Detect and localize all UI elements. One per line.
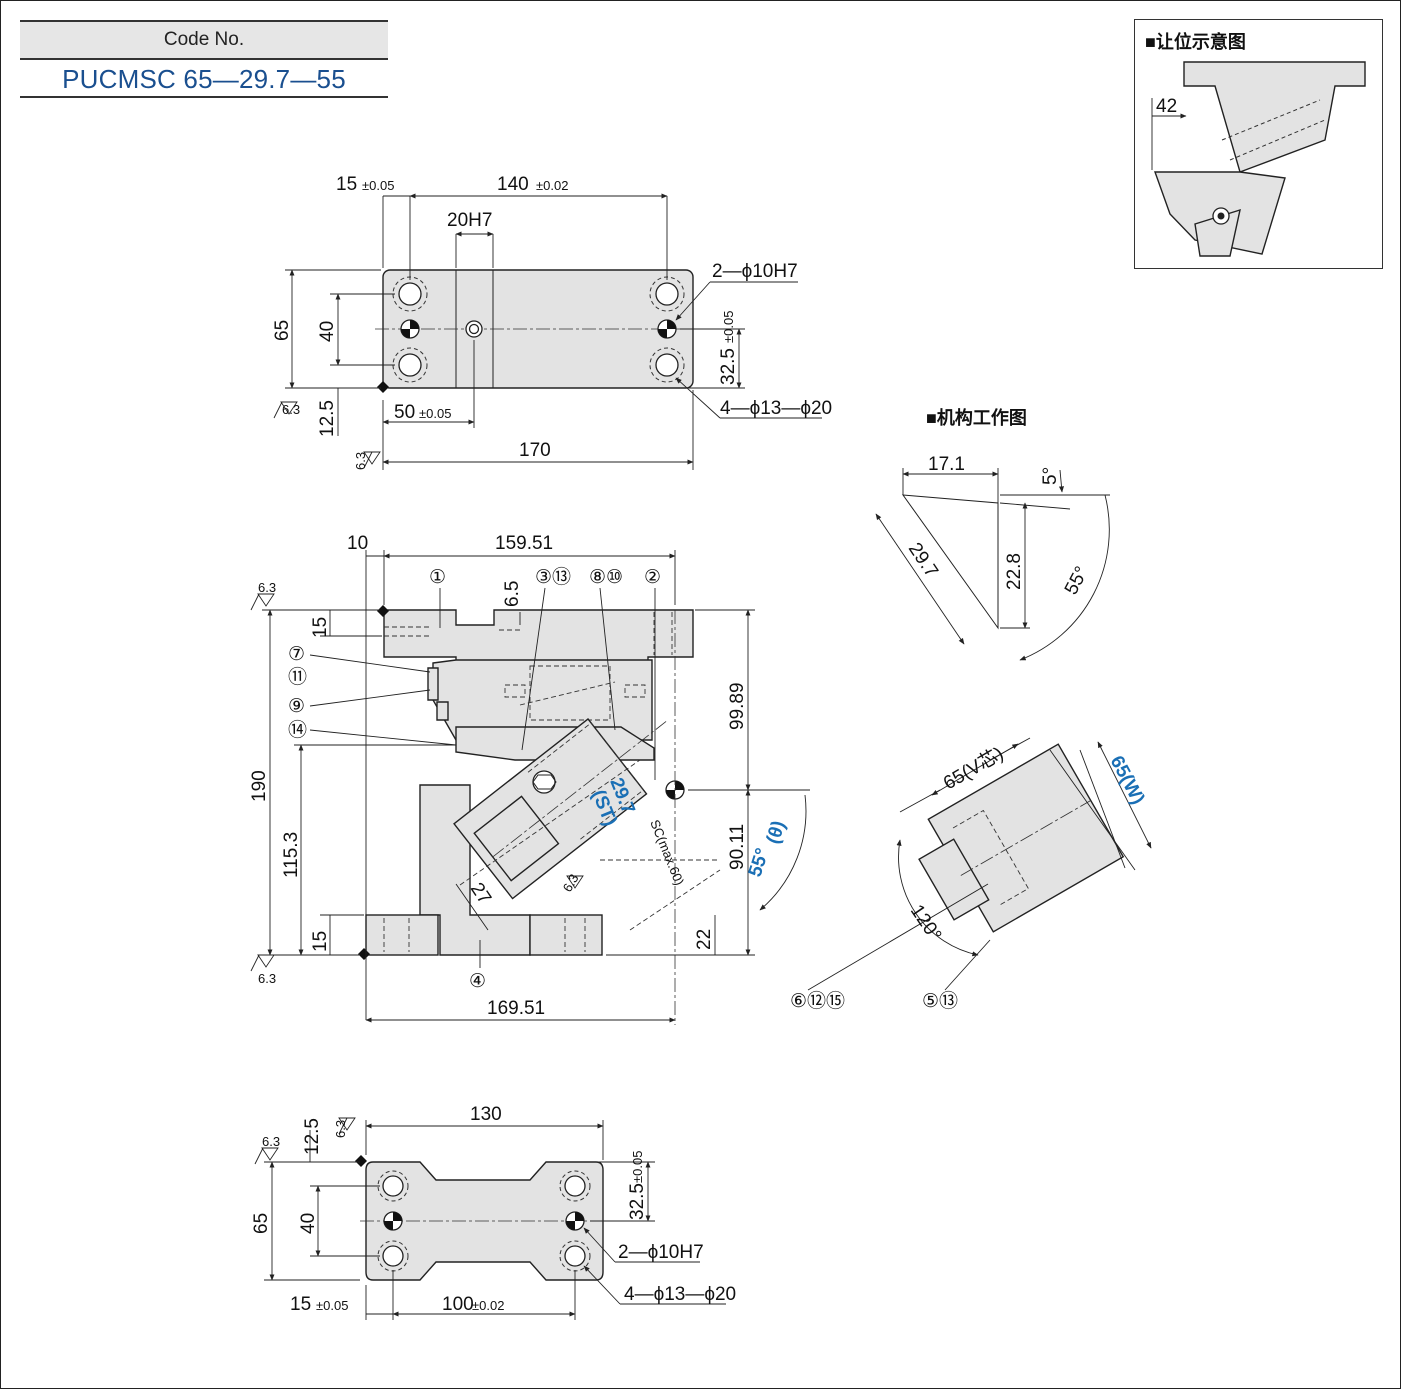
mechanism-title: ■机构工作图: [926, 407, 1027, 428]
svg-text:6.3: 6.3: [333, 1120, 348, 1138]
balloon-11: ⑪: [288, 666, 307, 688]
svg-text:32.5: 32.5: [627, 1183, 648, 1220]
mechanism-view: ■机构工作图 17.1 5° 29.7 22.8 55°: [790, 407, 1152, 1012]
svg-text:12.5: 12.5: [302, 1118, 323, 1155]
svg-text:99.89: 99.89: [727, 682, 748, 730]
front-leaders: [309, 587, 656, 968]
code-value: PUCMSC 65—29.7—55: [20, 60, 388, 98]
svg-text:6.3: 6.3: [353, 452, 368, 470]
svg-text:22.8: 22.8: [1004, 553, 1025, 590]
angle-value: 55°: [745, 846, 774, 880]
svg-text:55°: 55°: [1061, 563, 1093, 598]
inset-drawing: ■让位示意图 42: [1145, 31, 1366, 257]
svg-text:32.5: 32.5: [718, 348, 739, 385]
balloon-5-13: ⑤⑬: [922, 990, 958, 1012]
svg-text:169.51: 169.51: [487, 998, 545, 1019]
code-header: Code No.: [20, 20, 388, 60]
balloon-6-12-15: ⑥⑫⑮: [790, 990, 845, 1012]
svg-text:4—ϕ13—ϕ20: 4—ϕ13—ϕ20: [720, 398, 832, 419]
svg-text:15: 15: [290, 1294, 311, 1315]
inset-hidden-lines: [1221, 99, 1326, 161]
svg-text:±0.02: ±0.02: [536, 178, 568, 193]
svg-text:2—ϕ10H7: 2—ϕ10H7: [618, 1242, 704, 1263]
svg-text:6.3: 6.3: [262, 1134, 280, 1149]
svg-text:140: 140: [497, 174, 529, 195]
bottom-dim-text: 130 12.5 65 40 15 ±0.05 100 ±0.02 32.5 ±…: [251, 1104, 736, 1315]
top-dimensions: [273, 193, 822, 470]
svg-text:120°: 120°: [906, 901, 945, 945]
front-view: 10 159.51 6.5 15 190 115.3 15 99.89 90.1…: [249, 533, 810, 1025]
svg-text:65: 65: [251, 1213, 272, 1234]
svg-text:±0.05: ±0.05: [419, 406, 451, 421]
svg-text:130: 130: [470, 1104, 502, 1125]
bottom-bolt-holes: [377, 1170, 591, 1272]
svg-text:6.5: 6.5: [502, 581, 523, 607]
balloon-1: ①: [429, 567, 446, 588]
svg-text:170: 170: [519, 440, 551, 461]
cam-driver: [453, 718, 667, 900]
base-foot-right: [529, 914, 603, 956]
svg-text:29.7: 29.7: [904, 539, 942, 581]
svg-text:±0.05: ±0.05: [362, 178, 394, 193]
bottom-view: 130 12.5 65 40 15 ±0.05 100 ±0.02 32.5 ±…: [251, 1104, 736, 1320]
inset-title: ■让位示意图: [1145, 31, 1246, 52]
svg-text:50: 50: [394, 402, 415, 423]
svg-text:±0.05: ±0.05: [721, 311, 736, 343]
svg-text:6.3: 6.3: [258, 580, 276, 595]
bottom-dowel-pins: [383, 1211, 585, 1231]
svg-text:115.3: 115.3: [281, 832, 302, 878]
svg-text:SC(max.60): SC(max.60): [647, 818, 687, 888]
balloon-4: ④: [469, 971, 486, 992]
cam-bolt: [532, 770, 556, 794]
balloon-2: ②: [644, 567, 661, 588]
svg-text:65(W): 65(W): [1106, 752, 1149, 808]
inset-dim-42: 42: [1156, 96, 1177, 117]
svg-text:6.3: 6.3: [282, 402, 300, 417]
svg-text:15: 15: [336, 174, 357, 195]
svg-text:65: 65: [272, 320, 293, 341]
front-dimensions: [250, 550, 810, 1023]
svg-text:±0.05: ±0.05: [316, 1298, 348, 1313]
svg-text:5°: 5°: [1040, 467, 1061, 485]
svg-text:2—ϕ10H7: 2—ϕ10H7: [712, 261, 798, 282]
top-dowel-pins: [400, 319, 677, 339]
top-dim-text: 15 ±0.05 140 ±0.02 20H7 65 40 12.5 50 ±0…: [272, 174, 832, 470]
balloon-14: ⑭: [288, 719, 307, 741]
bottom-dimensions: [254, 1117, 726, 1320]
svg-text:20H7: 20H7: [447, 210, 492, 231]
svg-text:10: 10: [347, 533, 368, 554]
top-view: 15 ±0.05 140 ±0.02 20H7 65 40 12.5 50 ±0…: [272, 174, 832, 470]
svg-text:±0.02: ±0.02: [472, 1298, 504, 1313]
code-number-table: Code No. PUCMSC 65—29.7—55: [20, 20, 388, 98]
svg-text:100: 100: [442, 1294, 474, 1315]
svg-text:15: 15: [310, 617, 331, 638]
top-bolt-holes: [392, 276, 685, 383]
angle-label: (θ): [763, 818, 790, 846]
svg-text:22: 22: [694, 929, 715, 950]
balloon-3-13: ③⑬: [535, 566, 571, 588]
svg-text:40: 40: [298, 1213, 319, 1234]
svg-text:90.11: 90.11: [727, 824, 748, 870]
svg-text:15: 15: [310, 931, 331, 952]
inset-bolt-center: [1217, 212, 1225, 220]
svg-text:4—ϕ13—ϕ20: 4—ϕ13—ϕ20: [624, 1284, 736, 1305]
svg-text:17.1: 17.1: [928, 454, 965, 475]
svg-text:40: 40: [317, 321, 338, 342]
base-foot-left: [365, 914, 439, 956]
balloon-9: ⑨: [288, 696, 305, 717]
svg-text:190: 190: [249, 770, 270, 802]
svg-text:±0.05: ±0.05: [630, 1151, 645, 1183]
inset-upper-plate: [1183, 61, 1366, 173]
balloon-8-10: ⑧⑩: [589, 567, 623, 588]
svg-text:12.5: 12.5: [317, 400, 338, 437]
svg-text:6.3: 6.3: [258, 971, 276, 986]
svg-text:159.51: 159.51: [495, 533, 553, 554]
top-datum-mark: [377, 381, 389, 393]
cam-assembly: [918, 743, 1125, 933]
svg-text:6.3: 6.3: [560, 871, 582, 894]
balloon-7: ⑦: [288, 644, 305, 665]
